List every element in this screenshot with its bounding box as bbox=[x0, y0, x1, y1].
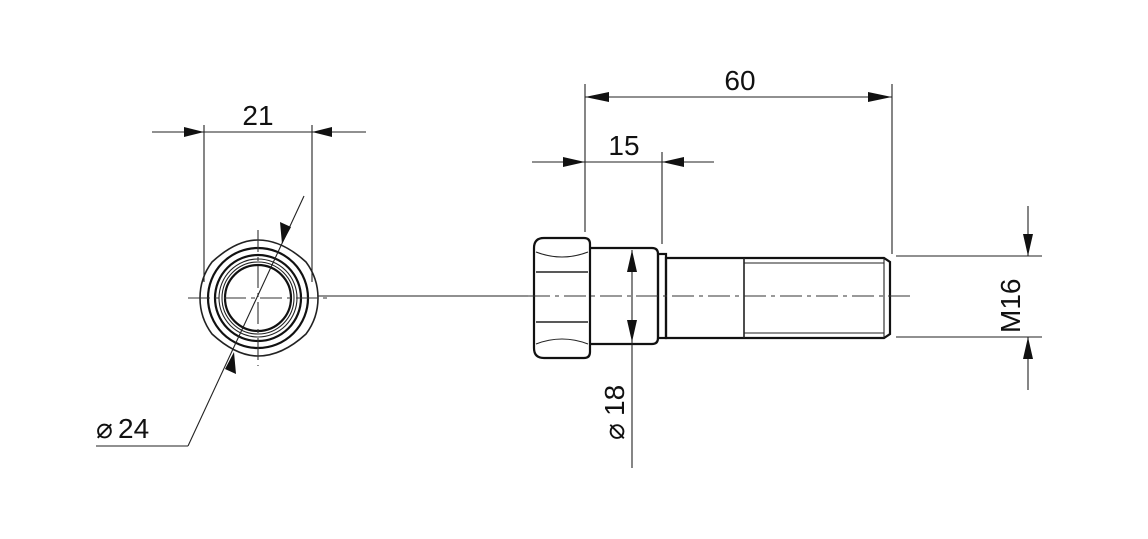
end-view-outer-outline bbox=[199, 239, 319, 357]
dim-24-label: 24 bbox=[118, 413, 149, 444]
dim-18-arrow-bottom bbox=[627, 320, 637, 342]
dim-24-arrow-bottom bbox=[225, 352, 236, 374]
dim-60-label: 60 bbox=[724, 65, 755, 96]
dim-18-label: 18 bbox=[599, 385, 630, 416]
dim-21-arrow-left bbox=[184, 127, 204, 137]
dim-18-arrow-top bbox=[627, 250, 637, 272]
bolt-head-curve-bottom bbox=[535, 338, 589, 345]
dim-m16-arrow-top bbox=[1023, 234, 1033, 256]
bolt-head-outline bbox=[532, 236, 592, 360]
dim-21-arrow-right bbox=[312, 127, 332, 137]
dim-21-label: 21 bbox=[242, 100, 273, 131]
dim-m16-arrow-bottom bbox=[1023, 337, 1033, 359]
dim-60-arrow-left bbox=[585, 92, 609, 102]
dim-m16-text-group: M16 bbox=[995, 279, 1026, 333]
dim-24-arrow-top bbox=[280, 222, 291, 244]
dim-15-label: 15 bbox=[608, 130, 639, 161]
dim-15-arrow-left bbox=[563, 157, 585, 167]
side-view: 60 15 ⌀ 18 M16 bbox=[528, 65, 1042, 468]
dim-60-arrow-right bbox=[868, 92, 892, 102]
bolt-shank-outline bbox=[664, 256, 892, 340]
end-view: 21 ⌀ 24 bbox=[96, 100, 366, 447]
dim-18-symbol: ⌀ bbox=[599, 423, 630, 440]
dim-24-symbol: ⌀ bbox=[96, 413, 113, 444]
dim-15-arrow-right bbox=[662, 157, 684, 167]
bolt-head-curve-top bbox=[535, 251, 589, 258]
dim-m16-label: M16 bbox=[995, 279, 1026, 333]
dim-18-text-group: ⌀ 18 bbox=[599, 385, 630, 440]
end-view-ring-3 bbox=[221, 261, 295, 335]
